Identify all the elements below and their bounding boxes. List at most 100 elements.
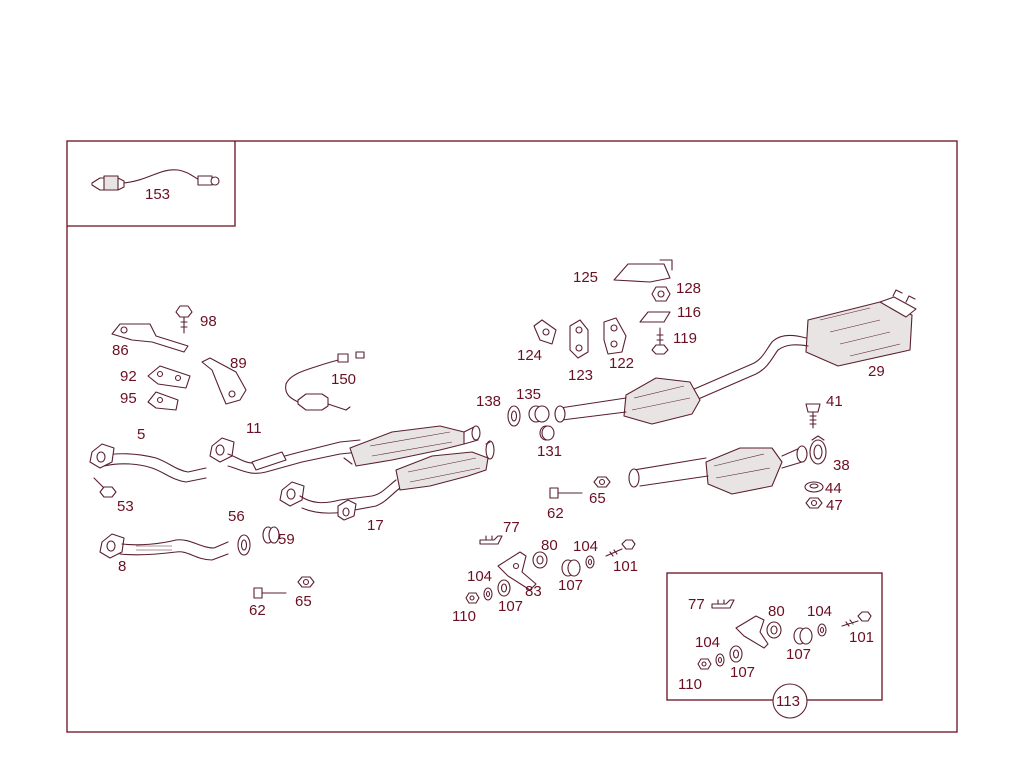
part-86-bracket[interactable] — [111, 323, 189, 353]
part-104-washer-a[interactable] — [585, 555, 595, 569]
part-65-nut-rear[interactable] — [593, 476, 611, 488]
part-59-ring[interactable] — [262, 526, 280, 544]
part-29-rear-muffler[interactable] — [805, 289, 917, 367]
part-110-nut-inset[interactable] — [697, 658, 712, 670]
label-17[interactable]: 17 — [367, 517, 384, 534]
part-124-rubber-mount[interactable] — [533, 319, 557, 345]
label-98[interactable]: 98 — [200, 313, 217, 330]
label-107d[interactable]: 107 — [730, 664, 755, 681]
label-131[interactable]: 131 — [537, 443, 562, 460]
label-101a[interactable]: 101 — [613, 558, 638, 575]
part-107-bushing-b[interactable] — [497, 579, 511, 597]
part-122-rubber-mount[interactable] — [603, 317, 627, 355]
part-107-bushing-inset-b[interactable] — [729, 645, 743, 663]
label-59[interactable]: 59 — [278, 531, 295, 548]
label-150[interactable]: 150 — [331, 371, 356, 388]
part-11-front-pipe[interactable] — [209, 437, 361, 474]
label-29[interactable]: 29 — [868, 363, 885, 380]
part-125-hanger-bracket[interactable] — [613, 259, 673, 283]
part-104-washer-b[interactable] — [483, 587, 493, 601]
part-113-mounting-kit-callout[interactable]: 113 — [772, 683, 808, 719]
label-107c[interactable]: 107 — [786, 646, 811, 663]
label-77b[interactable]: 77 — [688, 596, 705, 613]
front-catalyst-lower[interactable] — [395, 440, 495, 491]
label-138[interactable]: 138 — [476, 393, 501, 410]
label-65b[interactable]: 65 — [295, 593, 312, 610]
label-5[interactable]: 5 — [137, 426, 145, 443]
part-38-clamp[interactable] — [809, 435, 827, 465]
label-77a[interactable]: 77 — [503, 519, 520, 536]
part-77-bracket[interactable] — [479, 535, 503, 545]
part-104-washer-inset-b[interactable] — [715, 653, 725, 667]
label-110b[interactable]: 110 — [678, 676, 702, 693]
part-135-ring[interactable] — [528, 405, 550, 423]
label-86[interactable]: 86 — [112, 342, 129, 359]
front-catalyst-upper[interactable] — [349, 425, 481, 467]
label-38[interactable]: 38 — [833, 457, 850, 474]
label-107a[interactable]: 107 — [558, 577, 583, 594]
label-89[interactable]: 89 — [230, 355, 247, 372]
part-95-clamp-plate[interactable] — [147, 391, 179, 411]
label-104b[interactable]: 104 — [467, 568, 492, 585]
label-95[interactable]: 95 — [120, 390, 137, 407]
label-41[interactable]: 41 — [826, 393, 843, 410]
part-89-bracket[interactable] — [201, 357, 247, 405]
label-56[interactable]: 56 — [228, 508, 245, 525]
part-104-washer-inset-a[interactable] — [817, 623, 827, 637]
part-62-bolt-front[interactable] — [253, 587, 287, 599]
part-80-rubber-mount[interactable] — [532, 551, 548, 569]
label-124[interactable]: 124 — [517, 347, 542, 364]
label-104d[interactable]: 104 — [695, 634, 720, 651]
part-107-bushing-a[interactable] — [561, 559, 581, 577]
center-silencer-lower[interactable] — [628, 445, 808, 495]
part-92-clamp-plate[interactable] — [147, 365, 191, 389]
part-56-gasket[interactable] — [237, 534, 251, 556]
part-98-bolt[interactable] — [175, 305, 193, 334]
label-92[interactable]: 92 — [120, 368, 137, 385]
label-101b[interactable]: 101 — [849, 629, 874, 646]
part-8-pipe[interactable] — [99, 533, 229, 561]
part-131-ring[interactable] — [539, 425, 555, 441]
part-128-nut[interactable] — [651, 286, 671, 302]
label-153[interactable]: 153 — [145, 186, 170, 203]
part-101-bolt-inset[interactable] — [841, 611, 872, 627]
label-47[interactable]: 47 — [826, 497, 843, 514]
label-113[interactable]: 113 — [776, 693, 800, 710]
label-104c[interactable]: 104 — [807, 603, 832, 620]
part-119-bolt[interactable] — [651, 327, 669, 355]
part-5-front-pipe[interactable] — [89, 443, 207, 483]
part-107-bushing-inset-a[interactable] — [793, 627, 813, 645]
label-65a[interactable]: 65 — [589, 490, 606, 507]
label-83[interactable]: 83 — [525, 583, 542, 600]
label-119[interactable]: 119 — [673, 330, 697, 347]
part-77-bracket-inset[interactable] — [711, 599, 735, 609]
label-80b[interactable]: 80 — [768, 603, 785, 620]
label-104a[interactable]: 104 — [573, 538, 598, 555]
label-8[interactable]: 8 — [118, 558, 126, 575]
center-silencer-upper[interactable] — [554, 377, 701, 425]
label-128[interactable]: 128 — [676, 280, 701, 297]
part-83-bracket[interactable] — [497, 551, 537, 591]
part-44-washer[interactable] — [804, 481, 824, 493]
label-135[interactable]: 135 — [516, 386, 541, 403]
label-11[interactable]: 11 — [246, 420, 262, 437]
part-41-bolt[interactable] — [805, 403, 821, 429]
label-44[interactable]: 44 — [825, 480, 842, 497]
part-53-bolt[interactable] — [93, 477, 117, 498]
part-17-front-pipe[interactable] — [279, 479, 401, 521]
label-125[interactable]: 125 — [573, 269, 598, 286]
part-138-gasket[interactable] — [507, 405, 521, 427]
part-116-clip[interactable] — [639, 311, 671, 323]
label-110a[interactable]: 110 — [452, 608, 476, 625]
label-80a[interactable]: 80 — [541, 537, 558, 554]
label-122[interactable]: 122 — [609, 355, 634, 372]
label-123[interactable]: 123 — [568, 367, 593, 384]
label-53[interactable]: 53 — [117, 498, 134, 515]
part-47-nut[interactable] — [805, 497, 823, 509]
part-153-oxygen-sensor[interactable] — [91, 169, 220, 191]
part-123-rubber-mount[interactable] — [569, 319, 589, 359]
part-101-bolt-a[interactable] — [605, 539, 636, 557]
label-107b[interactable]: 107 — [498, 598, 523, 615]
label-62b[interactable]: 62 — [249, 602, 266, 619]
part-80-bracket-inset[interactable] — [735, 615, 782, 649]
